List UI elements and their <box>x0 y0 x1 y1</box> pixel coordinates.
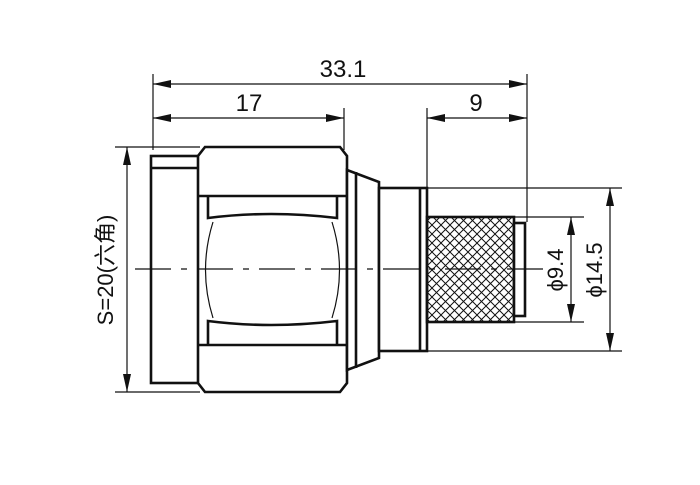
dim-knurl-length: 9 <box>426 90 527 188</box>
dim-hex-size: S=20(六角) <box>93 146 200 393</box>
hex-size-label: S=20(六角) <box>93 215 118 326</box>
inner-diameter-label: ϕ9.4 <box>543 249 568 292</box>
overall-length-label: 33.1 <box>320 56 367 83</box>
hex-length-label: 17 <box>236 90 263 117</box>
knurl-length-label: 9 <box>469 90 482 117</box>
outer-diameter-label: ϕ14.5 <box>582 242 607 297</box>
dim-outer-diameter: ϕ14.5 <box>427 187 622 352</box>
dim-inner-diameter: ϕ9.4 <box>514 216 584 323</box>
dim-overall-length: 33.1 <box>152 54 528 222</box>
collar <box>345 168 381 372</box>
connector-body <box>135 145 545 394</box>
dim-hex-length: 17 <box>153 90 345 150</box>
